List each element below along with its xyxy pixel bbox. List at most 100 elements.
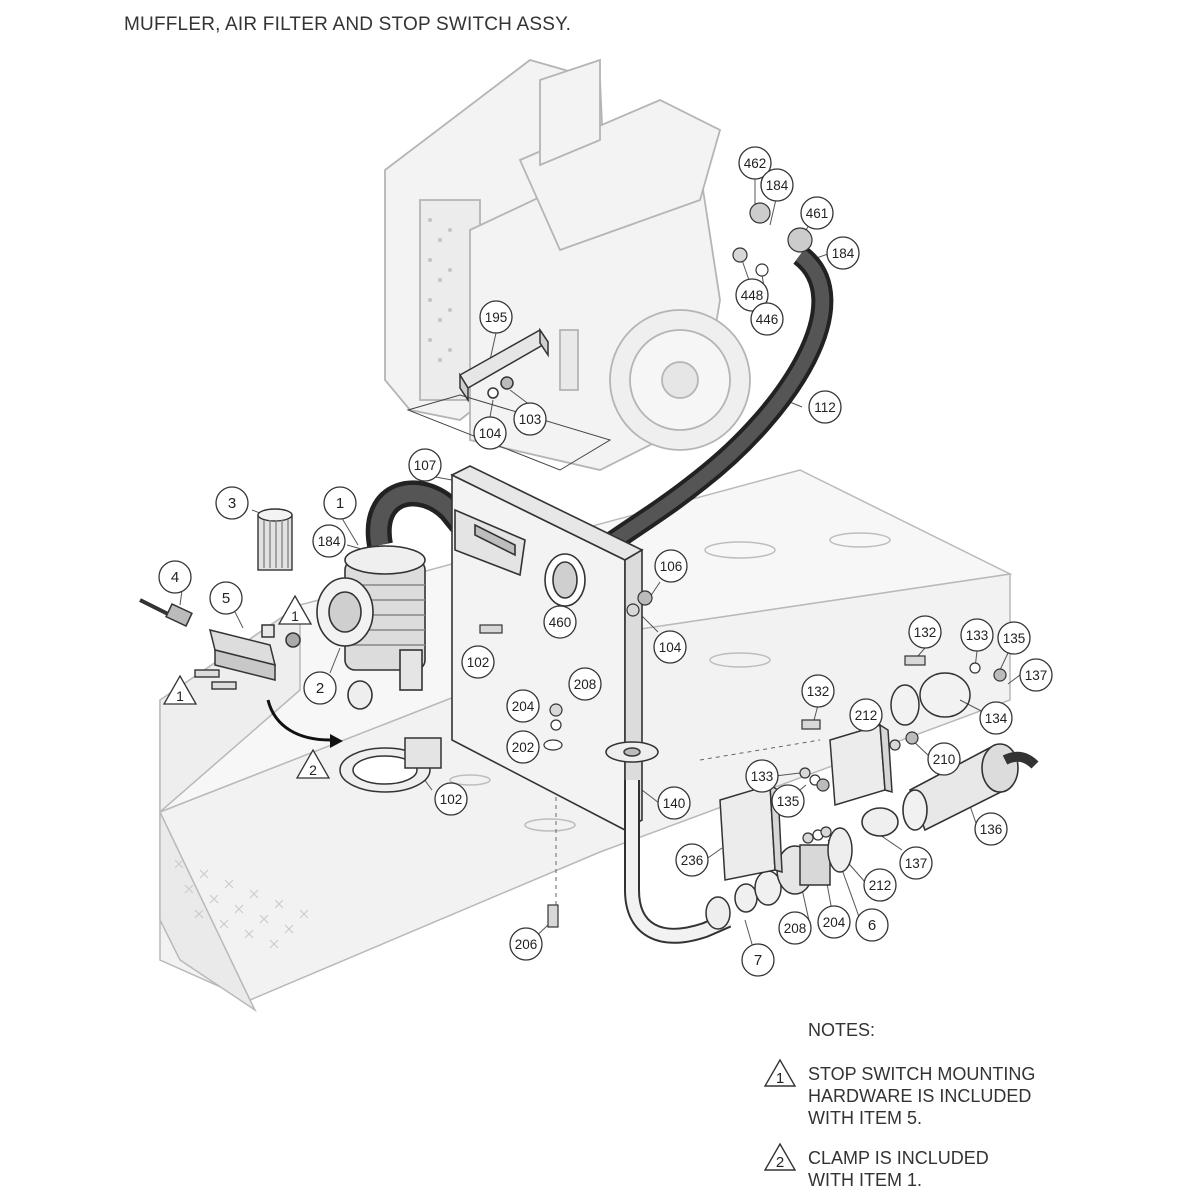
callout-label: 208 [784,921,807,936]
note-reference-triangle-1: 1 [162,674,198,705]
callout-label: 212 [855,708,878,723]
note-2-line-2: WITH ITEM 1. [808,1170,922,1190]
note-reference-triangle-2: 2 [295,748,331,779]
callout-circle [513,402,547,436]
note-triangle-1-icon: 1 [763,1058,797,1087]
muffler-bracket [829,723,893,806]
callout-112: 112 [808,390,842,424]
callout-202: 202 [506,730,540,764]
note-1-text: STOP SWITCH MOUNTING HARDWARE IS INCLUDE… [808,1063,1138,1129]
note-reference-triangle-1: 1 [277,594,313,625]
callout-label: 102 [467,655,490,670]
callout-circle [1019,658,1053,692]
callout-label: 104 [659,640,682,655]
callout-circle [899,846,933,880]
muffler-clamp-134 [890,672,971,726]
callout-circle [735,278,769,312]
callout-210: 210 [927,742,961,776]
triangle-shape [277,594,313,625]
callout-label: 5 [222,590,230,607]
callout-137: 137 [899,846,933,880]
callout-circle [434,782,468,816]
callout-label: 112 [814,400,836,415]
callout-circle [771,784,805,818]
callout-136: 136 [974,812,1008,846]
callout-label: 102 [440,792,463,807]
callout-236: 236 [675,843,709,877]
callout-circle [745,759,779,793]
callout-label: 212 [869,878,892,893]
callout-circle [408,448,442,482]
callout-circle [808,390,842,424]
callout-label: 132 [914,625,937,640]
callout-circle [461,645,495,679]
callout-461: 461 [800,196,834,230]
callout-204: 204 [817,905,851,939]
note-1-line-1: STOP SWITCH MOUNTING [808,1064,1036,1084]
frame-tread-pattern [174,859,309,949]
callout-circle [908,615,942,649]
switch-screws [194,669,237,690]
callout-label: 133 [751,769,774,784]
callout-label: 184 [766,178,789,193]
callout-label: 6 [868,917,876,934]
callout-label: 137 [1025,668,1048,683]
callout-184: 184 [826,236,860,270]
callout-3: 3 [215,486,249,520]
callout-label: 206 [515,937,538,952]
callout-circle [817,905,851,939]
frame-slots [449,532,891,832]
callout-circle [479,300,513,334]
callout-label: 208 [574,677,597,692]
filter-clamp [339,737,442,793]
callout-circle [675,843,709,877]
callout-circle [826,236,860,270]
callout-label: 135 [1003,631,1026,646]
triangle-label: 1 [291,608,299,624]
small-hardware [479,202,1007,928]
callout-label: 1 [336,495,344,512]
callout-circle [473,416,507,450]
callout-circle [657,786,691,820]
callout-label: 460 [549,615,572,630]
callout-label: 204 [512,699,535,714]
triangle-shape [295,748,331,779]
note-triangle-2-icon: 2 [763,1142,797,1171]
callout-label: 7 [754,952,762,969]
callout-circle [312,524,346,558]
note-2-line-1: CLAMP IS INCLUDED [808,1148,989,1168]
muffler-136 [861,743,1039,837]
callout-448: 448 [735,278,769,312]
callout-circle [997,621,1031,655]
callout-circle [855,908,889,942]
callout-137: 137 [1019,658,1053,692]
callout-184: 184 [312,524,346,558]
callout-103: 103 [513,402,547,436]
callout-134: 134 [979,701,1013,735]
note-1-line-3: WITH ITEM 5. [808,1108,922,1128]
callout-label: 236 [681,853,704,868]
callout-140: 140 [657,786,691,820]
note-1-line-2: HARDWARE IS INCLUDED [808,1086,1032,1106]
callout-circle [323,486,357,520]
callout-circle [741,943,775,977]
callout-circle [750,302,784,336]
callout-circle [927,742,961,776]
callout-204: 204 [506,689,540,723]
callout-label: 2 [316,680,324,697]
callout-7: 7 [741,943,775,977]
callout-circle [738,146,772,180]
callout-195: 195 [479,300,513,334]
callout-208: 208 [568,667,602,701]
bracket-195 [458,327,550,403]
direction-arrow [266,699,331,742]
callout-label: 132 [807,684,830,699]
callout-circle [653,630,687,664]
diagram-title: MUFFLER, AIR FILTER AND STOP SWITCH ASSY… [124,14,572,35]
callout-circle [303,671,337,705]
callout-circle [543,605,577,639]
callout-circle [509,927,543,961]
callout-circle [800,196,834,230]
gaskets-7 [734,870,782,913]
callout-label: 140 [663,796,686,811]
